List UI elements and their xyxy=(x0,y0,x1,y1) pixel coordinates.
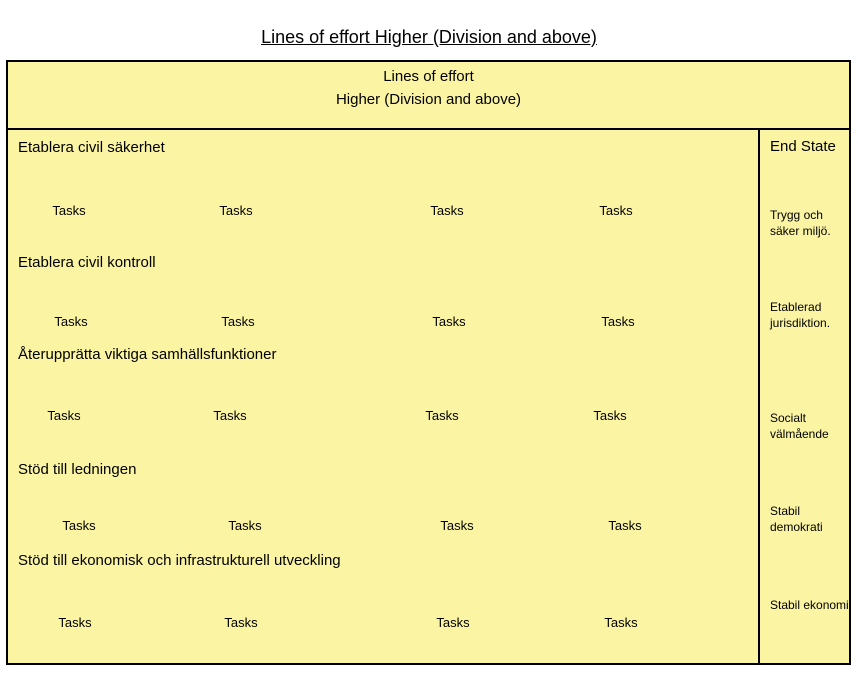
task-label: Tasks xyxy=(58,615,92,630)
lane-title-1: Etablera civil säkerhet xyxy=(18,139,165,156)
task-label: Tasks xyxy=(604,615,638,630)
task-label: Tasks xyxy=(425,408,459,423)
end-state-divider xyxy=(758,130,760,665)
end-state-heading: End State xyxy=(770,138,836,155)
task-label: Tasks xyxy=(54,314,88,329)
lane-title-4: Stöd till ledningen xyxy=(18,461,137,478)
task-label: Tasks xyxy=(52,203,86,218)
task-label: Tasks xyxy=(221,314,255,329)
page-title: Lines of effort Higher (Division and abo… xyxy=(261,27,597,47)
task-label: Tasks xyxy=(432,314,466,329)
task-label: Tasks xyxy=(599,203,633,218)
task-label: Tasks xyxy=(228,518,262,533)
task-label: Tasks xyxy=(219,203,253,218)
task-label: Tasks xyxy=(213,408,247,423)
lane-title-2: Etablera civil kontroll xyxy=(18,254,156,271)
task-label: Tasks xyxy=(440,518,474,533)
task-label: Tasks xyxy=(608,518,642,533)
task-label: Tasks xyxy=(593,408,627,423)
lane-title-5: Stöd till ekonomisk och infrastrukturell… xyxy=(18,552,341,569)
diagram-header: Lines of effort Higher (Division and abo… xyxy=(8,62,849,130)
end-state-1: Trygg och säker miljö. xyxy=(770,208,831,238)
task-label: Tasks xyxy=(224,615,258,630)
end-state-3: Socialt välmående xyxy=(770,411,829,441)
task-label: Tasks xyxy=(47,408,81,423)
diagram-frame: Lines of effort Higher (Division and abo… xyxy=(6,60,851,665)
end-state-2: Etablerad jurisdiktion. xyxy=(770,300,831,330)
task-label: Tasks xyxy=(62,518,96,533)
task-label: Tasks xyxy=(436,615,470,630)
header-line-1: Lines of effort xyxy=(383,68,474,85)
lane-title-3: Återupprätta viktiga samhällsfunktioner xyxy=(18,346,277,363)
task-label: Tasks xyxy=(601,314,635,329)
task-label: Tasks xyxy=(430,203,464,218)
header-line-2: Higher (Division and above) xyxy=(335,91,522,108)
end-state-4: Stabil demokrati xyxy=(770,504,823,534)
end-state-5: Stabil ekonomi xyxy=(770,598,849,612)
